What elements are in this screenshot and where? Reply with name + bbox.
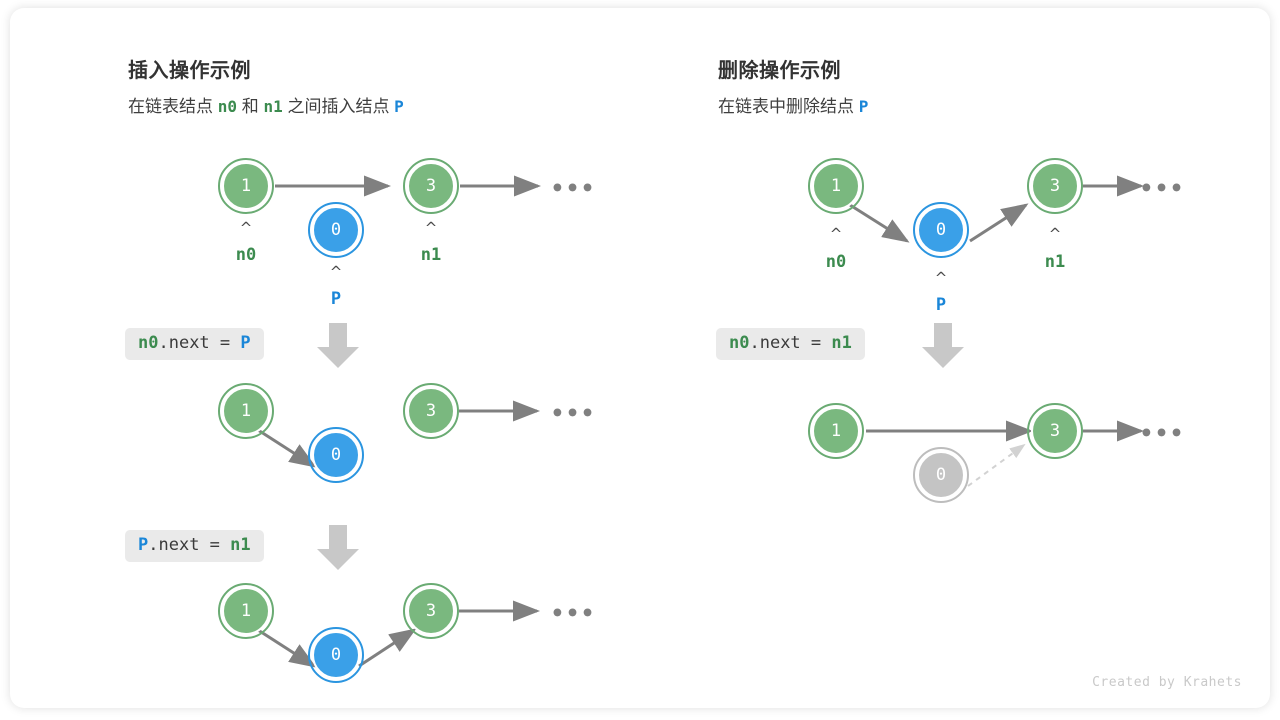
code-token-2: n1 — [230, 535, 251, 555]
code-token-1: .next = — [749, 333, 832, 353]
code-p-next-n1: P.next = n1 — [125, 530, 264, 562]
subtitle-token-p: P — [394, 97, 404, 116]
node-value: 0 — [936, 465, 946, 485]
node-1: 1 — [218, 583, 274, 639]
code-token-2: P — [240, 333, 251, 353]
subtitle-text-3: 之间插入结点 — [282, 97, 395, 116]
link-arrow-deleted-dashed — [967, 443, 1026, 487]
diagram-card: 插入操作示例 在链表结点 n0 和 n1 之间插入结点 P 1 ^ n0 — [10, 8, 1270, 708]
credit-text: Created by Krahets — [1092, 675, 1242, 690]
code-n0-next-n1: n0.next = n1 — [716, 328, 865, 360]
node-value: 1 — [241, 176, 251, 196]
pointer-caret-p: ^ — [330, 263, 343, 281]
node-value: 3 — [1050, 421, 1060, 441]
node-value: 3 — [426, 601, 436, 621]
ellipsis: ••• — [1139, 422, 1184, 447]
subtitle-token-p: P — [858, 97, 869, 116]
pointer-label-n0: n0 — [826, 252, 846, 272]
pointer-label-n0: n0 — [236, 245, 256, 265]
node-value: 3 — [426, 401, 436, 421]
subtitle-text-1: 在链表结点 — [128, 97, 218, 116]
node-0: 0 — [308, 202, 364, 258]
node-value: 0 — [331, 445, 341, 465]
link-arrow-n0-p — [257, 628, 317, 668]
insert-step2-diagram: 1 0 3 ••• — [218, 383, 595, 483]
node-value: 3 — [1050, 176, 1060, 196]
pointer-caret-n1: ^ — [1049, 225, 1062, 243]
node-3: 3 — [1027, 403, 1083, 459]
subtitle-token-n0: n0 — [217, 97, 237, 116]
insert-panel-title: 插入操作示例 — [128, 60, 251, 82]
pointer-caret-n1: ^ — [425, 219, 438, 237]
node-1: 1 — [808, 158, 864, 214]
remove-step1-diagram: 1 ^ n0 0 ^ P 3 ^ n1 ••• — [808, 158, 1184, 315]
insert-panel-subtitle: 在链表结点 n0 和 n1 之间插入结点 P — [128, 92, 404, 117]
pointer-label-n1: n1 — [1045, 252, 1065, 272]
link-arrow-p-n1 — [969, 203, 1029, 243]
node-3: 3 — [403, 383, 459, 439]
step-down-arrow — [922, 323, 964, 368]
subtitle-text-2: 和 — [237, 97, 264, 116]
insert-step3-diagram: 1 0 3 ••• — [218, 583, 595, 683]
step-down-arrow — [317, 323, 359, 368]
pointer-caret-n0: ^ — [830, 225, 843, 243]
code-n0-next-p: n0.next = P — [125, 328, 264, 360]
link-arrow-n0-p — [849, 203, 910, 243]
remove-panel-subtitle: 在链表中删除结点 P — [718, 92, 868, 117]
pointer-caret-p: ^ — [935, 269, 948, 287]
node-value: 3 — [426, 176, 436, 196]
node-0: 0 — [308, 627, 364, 683]
ellipsis: ••• — [550, 602, 595, 627]
node-value: 1 — [241, 401, 251, 421]
node-1: 1 — [218, 158, 274, 214]
node-0: 0 — [913, 202, 969, 258]
remove-step2-diagram: 1 0 3 ••• — [808, 403, 1184, 503]
pointer-label-p: P — [936, 295, 946, 315]
ellipsis: ••• — [550, 402, 595, 427]
node-0-deleted: 0 — [913, 447, 969, 503]
remove-panel-title: 删除操作示例 — [718, 60, 841, 82]
ellipsis: ••• — [550, 177, 595, 202]
node-3: 3 — [1027, 158, 1083, 214]
code-token-0: n0 — [729, 333, 750, 353]
subtitle-token-n1: n1 — [263, 97, 283, 116]
node-3: 3 — [403, 583, 459, 639]
node-value: 1 — [831, 176, 841, 196]
node-value: 0 — [331, 645, 341, 665]
pointer-label-n1: n1 — [421, 245, 441, 265]
node-value: 1 — [241, 601, 251, 621]
node-value: 1 — [831, 421, 841, 441]
code-token-0: P — [138, 535, 149, 555]
code-token-0: n0 — [138, 333, 159, 353]
ellipsis: ••• — [1139, 177, 1184, 202]
insert-step1-diagram: 1 ^ n0 0 ^ P 3 ^ n1 ••• — [218, 158, 595, 309]
link-arrow-n0-p — [257, 428, 317, 468]
node-1: 1 — [218, 383, 274, 439]
node-value: 0 — [936, 220, 946, 240]
code-token-1: .next = — [148, 535, 231, 555]
code-token-1: .next = — [158, 333, 241, 353]
step-down-arrow — [317, 525, 359, 570]
node-0: 0 — [308, 427, 364, 483]
pointer-label-p: P — [331, 289, 341, 309]
code-token-2: n1 — [831, 333, 852, 353]
node-value: 0 — [331, 220, 341, 240]
node-1: 1 — [808, 403, 864, 459]
subtitle-text-1: 在链表中删除结点 — [718, 97, 859, 116]
link-arrow-p-n1 — [358, 628, 417, 668]
node-3: 3 — [403, 158, 459, 214]
pointer-caret-n0: ^ — [240, 219, 253, 237]
